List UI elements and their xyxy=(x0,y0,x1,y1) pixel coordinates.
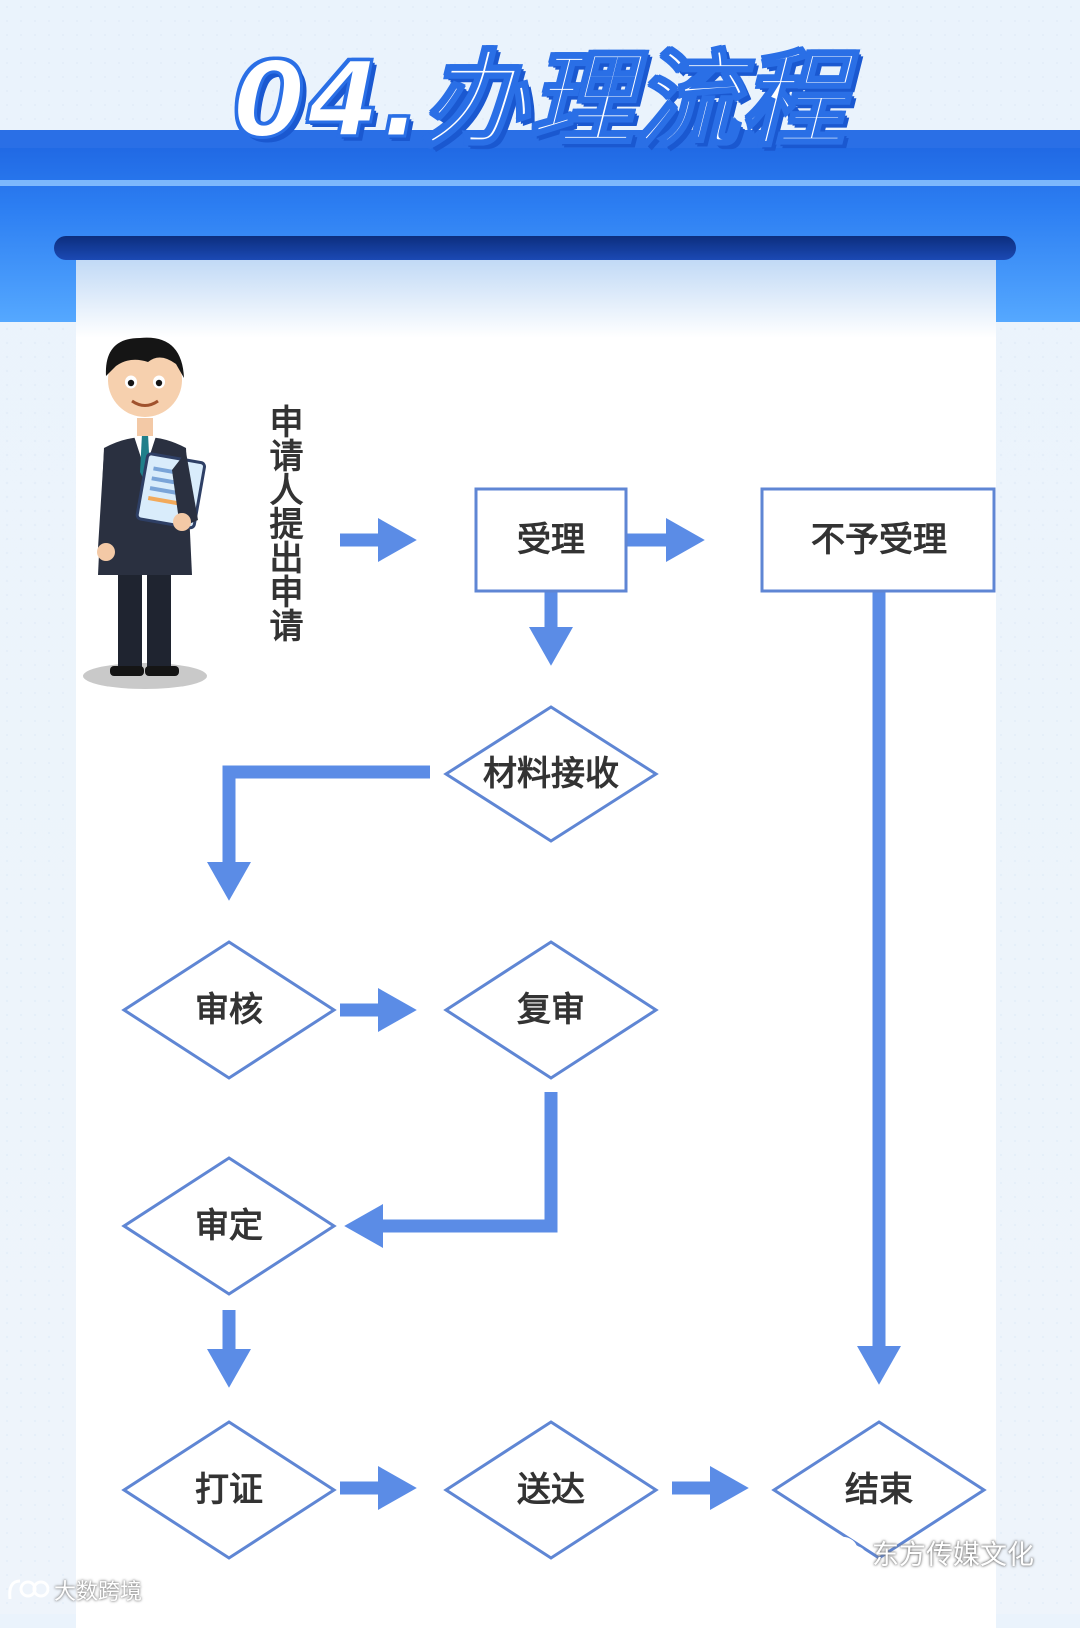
label-deliver: 送达 xyxy=(517,1470,585,1510)
watermark-right: 东方传媒文化 xyxy=(826,1534,1034,1571)
label-review: 审核 xyxy=(195,990,263,1030)
watermark-left: 大数跨境 xyxy=(6,1570,142,1610)
label-recheck: 复审 xyxy=(517,990,585,1030)
label-material: 材料接收 xyxy=(483,754,619,794)
node-material xyxy=(443,705,659,843)
brand-logo-icon xyxy=(8,1579,50,1600)
page-title: 04.办理流程 xyxy=(231,39,848,162)
wechat-icon xyxy=(826,1536,867,1567)
scroll-paper xyxy=(76,248,996,1628)
arrow-recheck-to-approve xyxy=(344,1092,558,1249)
node-recheck xyxy=(443,940,659,1080)
node-labels: 受理 不予受理 材料接收 审核 复审 审定 打证 送达 结束 xyxy=(195,520,947,1510)
node-certificate xyxy=(121,1420,337,1560)
label-certificate: 打证 xyxy=(195,1470,263,1510)
node-approve xyxy=(121,1156,337,1296)
label-approve: 审定 xyxy=(195,1206,263,1246)
node-deliver xyxy=(443,1420,659,1560)
applicant-figure-icon xyxy=(83,337,207,689)
watermark-left-text: 大数跨境 xyxy=(54,1580,143,1605)
scroll-slot xyxy=(54,236,1016,260)
watermark-right-text: 东方传媒文化 xyxy=(872,1539,1034,1571)
scroll-paper-shade xyxy=(76,248,996,338)
node-review xyxy=(121,940,337,1080)
nodes xyxy=(121,487,996,1560)
node-accept xyxy=(474,487,628,593)
label-accept: 受理 xyxy=(517,520,585,560)
banner-band-top xyxy=(0,130,1080,148)
node-end xyxy=(771,1420,987,1560)
banner-band-highlight xyxy=(0,180,1080,186)
label-end: 结束 xyxy=(845,1470,913,1510)
flow-arrows xyxy=(206,517,902,1511)
arrow-material-to-review xyxy=(206,765,430,901)
applicant-label: 申请人提出申请 xyxy=(263,404,303,642)
label-reject: 不予受理 xyxy=(811,520,947,560)
node-reject xyxy=(760,487,996,593)
